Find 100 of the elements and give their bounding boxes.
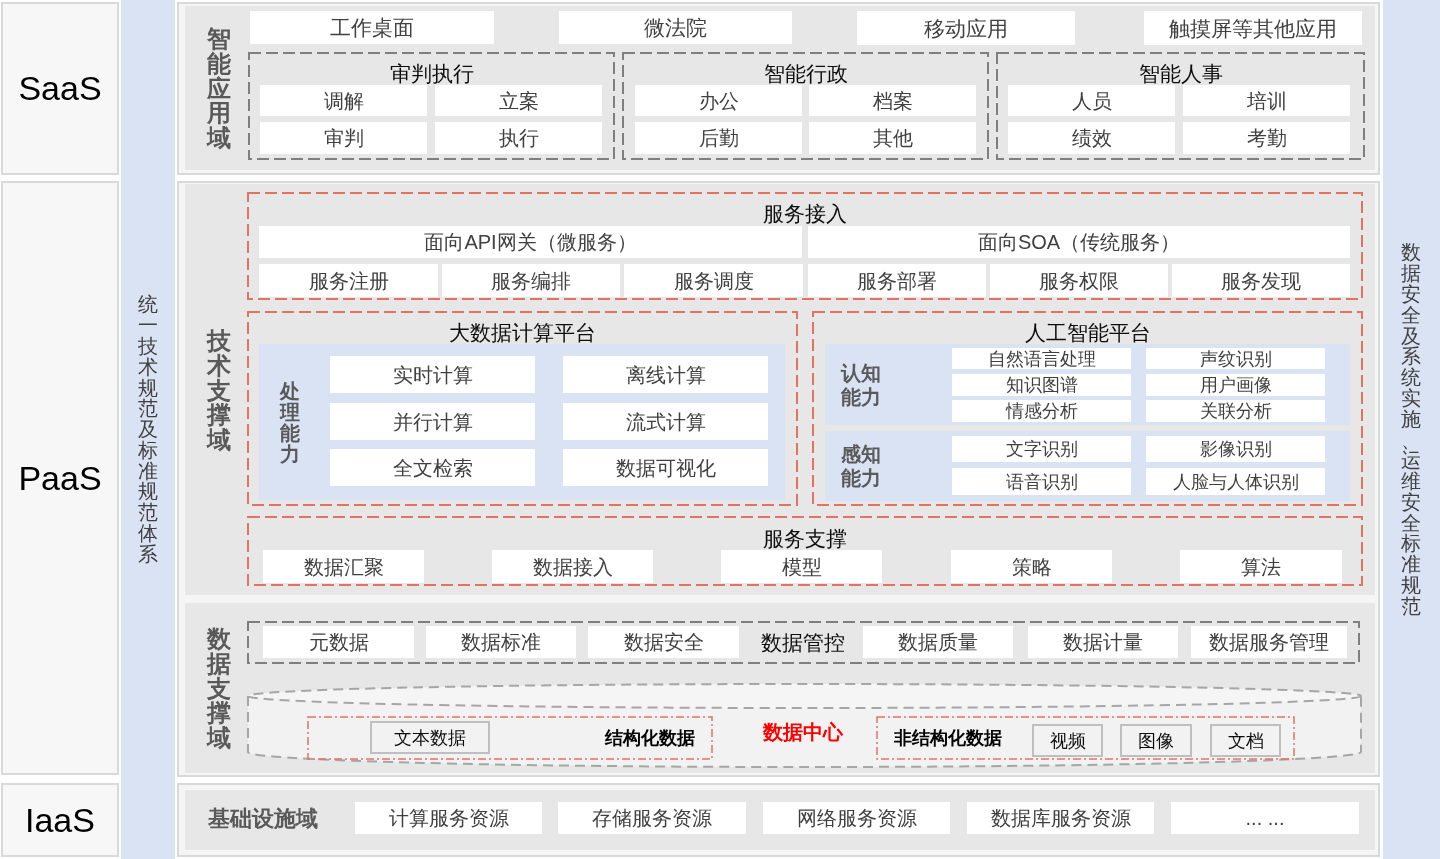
domain-panel: [185, 790, 1375, 850]
module-box: 声纹识别: [1146, 348, 1325, 369]
module-box: 考勤: [1183, 122, 1350, 154]
capability-title: 感知能力: [840, 442, 882, 491]
layer-label: IaaS: [1, 783, 119, 857]
module-box: 存储服务资源: [558, 802, 746, 834]
domain-panel: [185, 603, 1375, 773]
group-title: 智能人事: [1137, 60, 1224, 87]
module-box: 实时计算: [330, 356, 535, 393]
module-box: 移动应用: [857, 11, 1075, 45]
data-type-box: 文档: [1210, 724, 1281, 757]
module-box: 语音识别: [952, 468, 1131, 495]
module-box: 数据接入: [492, 550, 653, 583]
data-type-box: 视频: [1032, 724, 1103, 757]
module-box: 文字识别: [952, 436, 1131, 462]
domain-title: 技术支撑域: [205, 326, 232, 456]
module-box: 策略: [951, 550, 1112, 583]
module-box: 办公: [635, 85, 802, 116]
domain-panel: [185, 6, 1375, 170]
domain-title: 数据支撑域: [205, 624, 232, 754]
module-box: 并行计算: [330, 403, 535, 440]
capability-title: 认知能力: [839, 361, 882, 410]
module-box: 元数据: [263, 626, 414, 658]
group-title: 人工智能平台: [1023, 320, 1152, 346]
group-frame: [812, 311, 1363, 506]
module-box: 流式计算: [563, 403, 768, 440]
module-box: 服务发现: [1172, 264, 1350, 297]
module-box: 其他: [809, 122, 976, 154]
data-type-box: 图像: [1120, 724, 1192, 757]
group-title: 服务支撑: [762, 526, 848, 552]
module-box: 工作桌面: [250, 11, 494, 44]
module-box: 触摸屏等其他应用: [1144, 11, 1362, 45]
group-title: 结构化数据: [603, 727, 696, 750]
module-box: 用户画像: [1146, 374, 1325, 396]
capability-panel: [825, 431, 1350, 501]
database-cylinder: [247, 683, 1362, 769]
module-box: 服务调度: [624, 264, 803, 297]
group-frame: [247, 516, 1363, 586]
module-box: 调解: [260, 85, 427, 116]
module-box: 人员: [1008, 85, 1175, 116]
capability-panel: [825, 344, 1350, 425]
capability-title: 处理能力: [278, 379, 301, 467]
domain-title: 基础设施域: [207, 805, 319, 833]
standards-band: 数据安全及系统实施、运维安全标准规范: [1383, 0, 1440, 859]
module-box: 自然语言处理: [952, 348, 1131, 369]
module-box: 数据安全: [588, 626, 739, 658]
module-box: 服务权限: [990, 264, 1168, 297]
capability-panel: [259, 344, 785, 500]
group-frame: [307, 716, 713, 760]
module-box: 绩效: [1008, 122, 1175, 154]
group-title: 大数据计算平台: [448, 320, 597, 346]
module-box: 数据标准: [426, 626, 576, 658]
module-box: 服务注册: [259, 264, 438, 297]
module-box: 数据服务管理: [1191, 626, 1347, 658]
module-box: 培训: [1183, 85, 1350, 116]
module-box: 服务编排: [442, 264, 620, 297]
module-box: 全文检索: [330, 449, 535, 486]
group-frame: [248, 52, 615, 160]
group-title: 非结构化数据: [893, 727, 1003, 750]
module-box: ... ...: [1171, 802, 1359, 834]
module-box: 网络服务资源: [763, 802, 950, 834]
module-box: 知识图谱: [952, 374, 1131, 396]
module-box: 计算服务资源: [355, 802, 542, 834]
group-title: 审判执行: [388, 60, 475, 87]
module-box: 算法: [1180, 550, 1342, 583]
module-box: 数据库服务资源: [967, 802, 1154, 834]
module-box: 数据汇聚: [263, 550, 424, 583]
group-title: 服务接入: [762, 201, 848, 227]
module-box: 面向SOA（传统服务）: [808, 226, 1350, 258]
group-frame: [247, 311, 798, 506]
module-box: 人脸与人体识别: [1146, 468, 1325, 495]
module-box: 面向API网关（微服务）: [259, 226, 802, 258]
group-title: 智能行政: [762, 60, 849, 87]
module-box: 模型: [721, 550, 882, 583]
module-box: 审判: [260, 122, 427, 154]
module-box: 后勤: [635, 122, 802, 154]
module-box: 数据可视化: [563, 449, 768, 486]
cylinder-title: 数据中心: [762, 720, 844, 745]
layer-label: PaaS: [1, 181, 119, 775]
module-box: 立案: [435, 85, 602, 116]
module-box: 档案: [809, 85, 976, 116]
data-type-box: 文本数据: [370, 721, 490, 754]
layer-label: SaaS: [1, 2, 119, 175]
module-box: 情感分析: [952, 400, 1131, 422]
group-frame: [996, 52, 1365, 160]
module-box: 执行: [435, 122, 602, 154]
module-box: 服务部署: [808, 264, 986, 297]
group-frame: [622, 52, 989, 160]
domain-panel: [185, 184, 1375, 595]
module-box: 数据计量: [1028, 626, 1178, 658]
group-frame: [247, 192, 1363, 300]
module-box: 离线计算: [563, 356, 768, 393]
standards-band: 统一技术规范及标准规范体系: [121, 0, 175, 859]
group-frame: [876, 716, 1295, 760]
module-box: 影像识别: [1146, 436, 1325, 462]
group-frame: [247, 621, 1360, 664]
module-box: 微法院: [559, 11, 792, 44]
module-box: 关联分析: [1146, 400, 1325, 422]
domain-title: 智能应用域: [205, 24, 232, 154]
group-title: 数据管控: [760, 629, 846, 656]
